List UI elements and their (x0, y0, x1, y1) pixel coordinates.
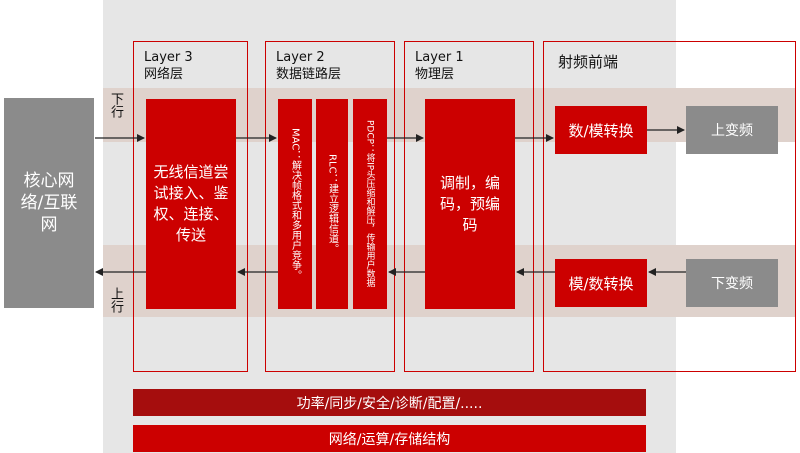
infrastructure-bar: 网络/运算/存储结构 (133, 425, 646, 452)
layer3-title: Layer 3 (144, 50, 193, 65)
dac-box: 数/模转换 (555, 106, 647, 154)
layer1-function-box: 调制，编码，预编码 (425, 99, 515, 309)
layer2-title: Layer 2 (276, 50, 325, 65)
mac-box: MAC：解决帧格式和多用户竞争。 (278, 99, 312, 309)
pdcp-box: PDCP：将IP头压缩和解压，传输用户数据 (353, 99, 387, 309)
adc-text: 模/数转换 (568, 274, 634, 293)
layer2-subtitle: 数据链路层 (276, 67, 342, 82)
mac-text: MAC：解决帧格式和多用户竞争。 (289, 127, 301, 281)
layer3-function-text: 无线信道尝试接入、鉴权、连接、传送 (153, 163, 229, 244)
core-network-box: 核心网络/互联网 (4, 98, 94, 308)
rf-frame (543, 41, 796, 372)
downconverter-text: 下变频 (711, 276, 753, 292)
dac-text: 数/模转换 (568, 121, 634, 140)
uplink-label: 上行 (108, 287, 123, 313)
rlc-box: RLC：建立逻辑信道。 (316, 99, 348, 309)
layer2-frame (265, 41, 395, 372)
rlc-text: RLC：建立逻辑信道。 (326, 154, 338, 254)
infrastructure-bar-text: 网络/运算/存储结构 (328, 431, 451, 448)
layer1-subtitle: 物理层 (415, 67, 455, 82)
downlink-label: 下行 (108, 92, 123, 118)
layer3-function-box: 无线信道尝试接入、鉴权、连接、传送 (146, 99, 236, 309)
upconverter-box: 上变频 (686, 106, 778, 154)
layer1-function-text: 调制，编码，预编码 (439, 173, 500, 234)
downconverter-box: 下变频 (686, 259, 778, 307)
rf-title: 射频前端 (558, 53, 619, 71)
adc-box: 模/数转换 (555, 259, 647, 307)
core-network-label: 核心网络/互联网 (20, 171, 78, 235)
functions-bar: 功率/同步/安全/诊断/配置/..... (133, 389, 646, 416)
layer1-title: Layer 1 (415, 50, 464, 65)
layer3-subtitle: 网络层 (144, 67, 184, 82)
functions-bar-text: 功率/同步/安全/诊断/配置/..... (296, 395, 483, 412)
upconverter-text: 上变频 (711, 123, 753, 139)
pdcp-text: PDCP：将IP头压缩和解压，传输用户数据 (364, 120, 375, 288)
layer3-frame (133, 41, 248, 372)
layer1-frame (404, 41, 534, 372)
